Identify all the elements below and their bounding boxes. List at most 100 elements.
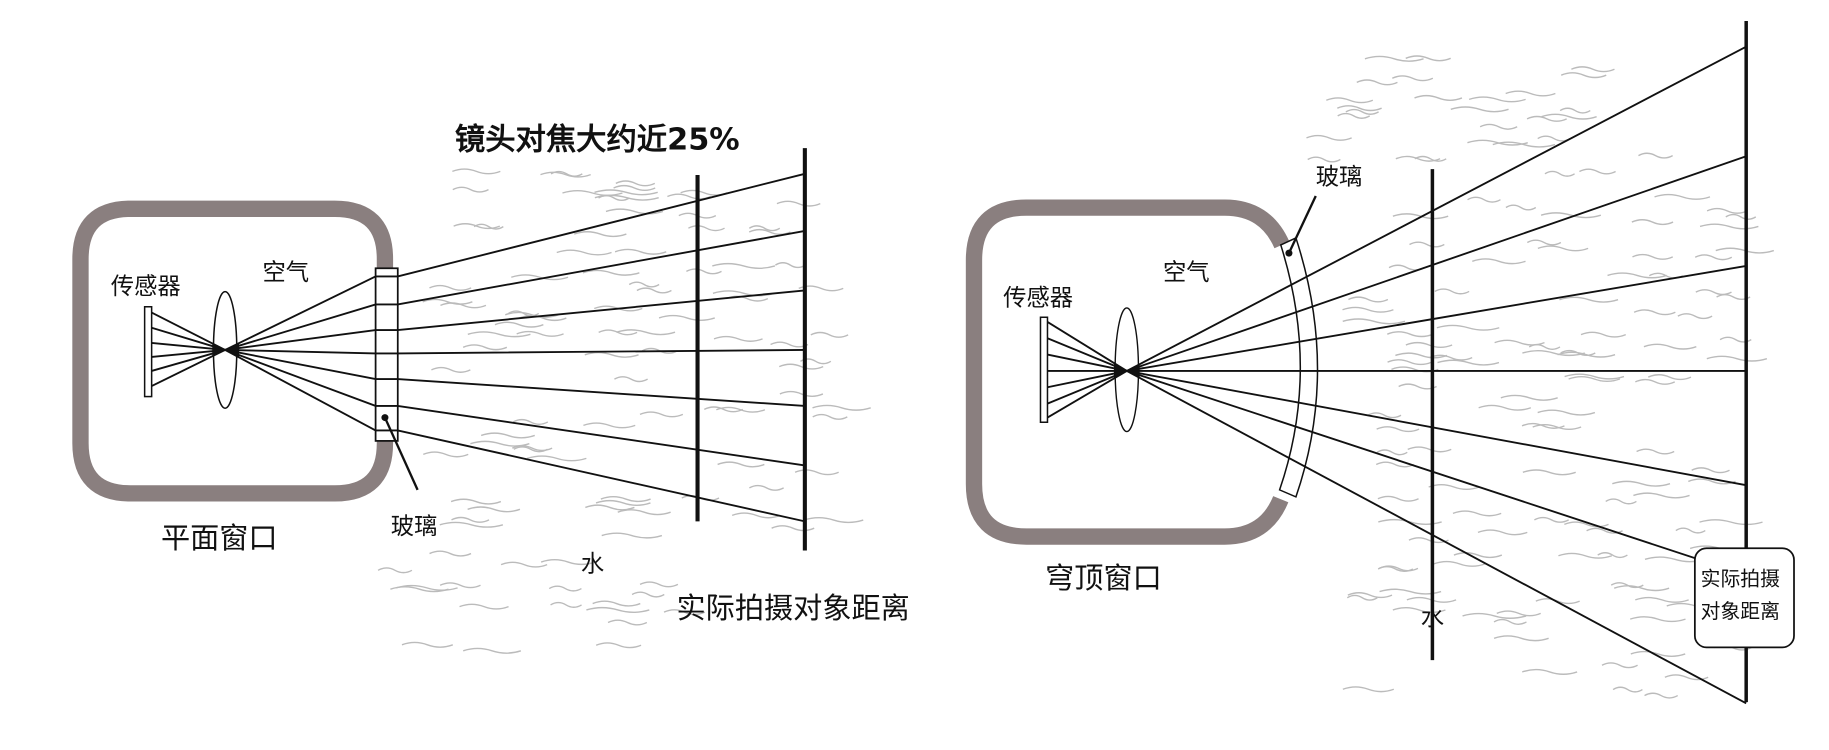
water-wave: [550, 170, 583, 177]
water-wave: [667, 193, 711, 200]
water-wave: [1342, 306, 1394, 313]
water-wave: [1601, 662, 1638, 669]
sensor: [1039, 316, 1049, 423]
water-wave: [439, 582, 481, 589]
water-wave: [1559, 107, 1591, 114]
water-wave: [1387, 331, 1434, 338]
water-wave: [550, 601, 582, 608]
flat-glass-window: [374, 267, 399, 442]
water-wave: [462, 344, 508, 351]
water-wave: [1367, 412, 1402, 419]
water-wave: [585, 504, 635, 511]
water-wave: [1564, 521, 1609, 528]
water-wave: [1522, 350, 1586, 357]
water-wave: [1452, 510, 1502, 517]
water-wave: [1409, 241, 1445, 248]
water-wave: [639, 581, 679, 588]
focus-note-title: 镜头对焦大约近25%: [455, 121, 740, 157]
focal-point-icon: [226, 342, 240, 357]
water-wave: [636, 287, 672, 294]
water-wave: [1677, 313, 1713, 320]
water-wave: [1414, 94, 1463, 101]
water-wave: [1560, 72, 1607, 79]
water-wave: [1377, 495, 1419, 502]
water-wave: [1643, 343, 1697, 350]
water-wave: [431, 366, 471, 373]
water-wave: [686, 268, 722, 275]
water-wave: [775, 262, 806, 269]
water-wave: [1407, 446, 1452, 453]
water-wave: [1306, 134, 1352, 141]
water-wave: [1725, 213, 1757, 220]
water-wave: [712, 290, 775, 297]
light-ray: [224, 230, 806, 351]
water-wave: [401, 641, 454, 648]
water-wave: [1644, 692, 1679, 699]
water-wave: [422, 298, 473, 305]
water-wave: [1522, 469, 1576, 476]
water-wave: [519, 315, 567, 322]
water-wave: [658, 314, 715, 321]
dome-port-diagram: 玻璃 空气 传感器 穹顶窗口 水 实际拍摄 对象距离: [965, 20, 1795, 705]
water-wave: [586, 606, 650, 614]
water-wave: [451, 516, 490, 523]
water-wave: [1467, 196, 1501, 203]
water-wave: [1392, 606, 1446, 614]
water-wave: [1307, 156, 1341, 163]
water-wave: [1560, 349, 1596, 356]
water-wave: [1564, 373, 1625, 380]
water-wave: [1500, 394, 1558, 401]
air-label: 空气: [262, 259, 309, 286]
sensor-label: 传感器: [111, 273, 181, 300]
glass-pointer: [383, 417, 419, 491]
water-wave: [1472, 258, 1526, 265]
water-wave: [1629, 616, 1686, 623]
water-wave: [748, 225, 781, 232]
water-wave: [703, 406, 744, 413]
water-wave: [1436, 324, 1500, 331]
water-wave: [1477, 529, 1528, 536]
water-wave: [1437, 359, 1500, 366]
light-ray: [1126, 265, 1747, 372]
water-wave: [1337, 105, 1382, 112]
water-wave: [1558, 552, 1613, 559]
distance-label: 实际拍摄对象距离: [677, 591, 910, 625]
water-wave: [573, 231, 627, 238]
water-wave: [1342, 318, 1406, 325]
water-wave: [1326, 97, 1374, 104]
water-wave: [526, 455, 587, 462]
water-wave: [712, 262, 776, 269]
water-wave: [440, 302, 487, 309]
water-wave: [812, 413, 848, 420]
flat-port-diagram: 镜头对焦大约近25% 传感器 空气 平面窗口 玻璃 水 实际拍摄对象距离: [72, 121, 910, 625]
water-wave: [1408, 537, 1449, 544]
glass-label: 玻璃: [1316, 163, 1363, 190]
water-wave: [556, 249, 612, 256]
water-wave: [1479, 123, 1518, 130]
water-wave: [548, 585, 582, 592]
water-wave: [423, 451, 469, 458]
water-wave: [617, 509, 671, 516]
water-wave: [1433, 560, 1486, 567]
water-wave: [794, 469, 839, 476]
water-wave: [601, 532, 663, 539]
water-wave: [1699, 223, 1759, 230]
water-wave: [1534, 516, 1570, 523]
water-wave: [1391, 75, 1434, 82]
water-wave: [713, 335, 763, 342]
water-wave: [778, 363, 824, 370]
water-wave: [1492, 141, 1556, 148]
water-wave: [1633, 492, 1690, 499]
water-wave: [1528, 343, 1561, 350]
water-wave: [462, 647, 522, 654]
water-wave: [1597, 552, 1628, 559]
water-wave: [1654, 193, 1711, 200]
light-ray: [225, 289, 805, 351]
distance-label-line1: 实际拍摄: [1701, 568, 1780, 591]
water-wave: [452, 186, 489, 193]
light-ray: [224, 349, 806, 523]
water-wave: [592, 600, 641, 607]
water-wave: [1541, 113, 1597, 120]
focal-point-icon: [1127, 363, 1140, 378]
water-wave: [1612, 480, 1671, 487]
